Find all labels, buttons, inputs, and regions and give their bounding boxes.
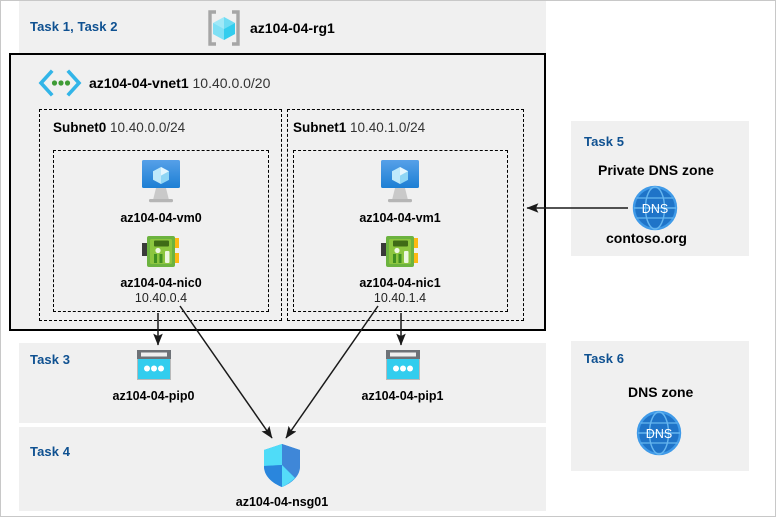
nic0-label: az104-04-nic0 xyxy=(120,276,202,290)
task3-panel xyxy=(19,343,546,423)
dns-icon-text: DNS xyxy=(646,427,672,441)
subnet-1-cidr: 10.40.1.0/24 xyxy=(350,120,426,135)
subnet-0-name: Subnet0 xyxy=(53,120,107,135)
task-label-5: Task 5 xyxy=(584,134,625,149)
nsg-label: az104-04-nsg01 xyxy=(235,495,329,509)
task6-title: DNS zone xyxy=(628,384,694,400)
task5-title: Private DNS zone xyxy=(598,162,714,178)
vnet-address-space: 10.40.0.0/20 xyxy=(192,75,271,91)
public-ip-icon xyxy=(345,348,460,389)
network-interface-icon xyxy=(101,233,221,276)
dns-icon-text: DNS xyxy=(642,202,668,216)
vnet-name: az104-04-vnet1 xyxy=(89,75,189,91)
public-ip-icon xyxy=(96,348,211,389)
node-nic1: az104-04-nic1 10.40.1.4 xyxy=(340,233,460,306)
task-label-4: Task 4 xyxy=(30,444,71,459)
subnet-0-inner xyxy=(53,150,269,312)
resource-group-name: az104-04-rg1 xyxy=(250,20,335,36)
dns-zone-icon: DNS xyxy=(635,409,683,457)
virtual-machine-icon xyxy=(340,158,460,211)
task5-zone-name: contoso.org xyxy=(606,230,687,246)
node-vm1: az104-04-vm1 xyxy=(340,158,460,226)
subnet-1-name: Subnet1 xyxy=(293,120,347,135)
subnet-1-title: Subnet1 10.40.1.0/24 xyxy=(293,120,425,135)
node-nsg: az104-04-nsg01 xyxy=(222,442,342,510)
node-pip0: az104-04-pip0 xyxy=(96,348,211,404)
task-label-1-2: Task 1, Task 2 xyxy=(30,19,118,34)
subnet-1-inner xyxy=(293,150,508,312)
network-security-group-icon xyxy=(222,442,342,495)
virtual-machine-icon xyxy=(101,158,221,211)
nic1-label: az104-04-nic1 xyxy=(359,276,441,290)
resource-group-panel xyxy=(19,1,546,53)
subnet-0-container xyxy=(39,109,282,321)
task-label-3: Task 3 xyxy=(30,352,71,367)
node-vm0: az104-04-vm0 xyxy=(101,158,221,226)
nic0-ip: 10.40.0.4 xyxy=(134,291,188,305)
vnet-header: az104-04-vnet1 10.40.0.0/20 xyxy=(89,75,270,91)
network-interface-icon xyxy=(340,233,460,276)
pip0-label: az104-04-pip0 xyxy=(112,389,195,403)
node-pip1: az104-04-pip1 xyxy=(345,348,460,404)
node-nic0: az104-04-nic0 10.40.0.4 xyxy=(101,233,221,306)
subnet-1-container xyxy=(287,109,524,321)
nic1-ip: 10.40.1.4 xyxy=(373,291,427,305)
vm1-label: az104-04-vm1 xyxy=(359,211,441,225)
virtual-network-icon xyxy=(37,69,83,97)
vm0-label: az104-04-vm0 xyxy=(120,211,202,225)
subnet-0-title: Subnet0 10.40.0.0/24 xyxy=(53,120,185,135)
resource-group-icon xyxy=(204,8,244,48)
task-label-6: Task 6 xyxy=(584,351,625,366)
subnet-0-cidr: 10.40.0.0/24 xyxy=(110,120,186,135)
private-dns-zone-icon: DNS xyxy=(631,184,679,232)
pip1-label: az104-04-pip1 xyxy=(361,389,444,403)
vnet-container xyxy=(9,53,546,331)
